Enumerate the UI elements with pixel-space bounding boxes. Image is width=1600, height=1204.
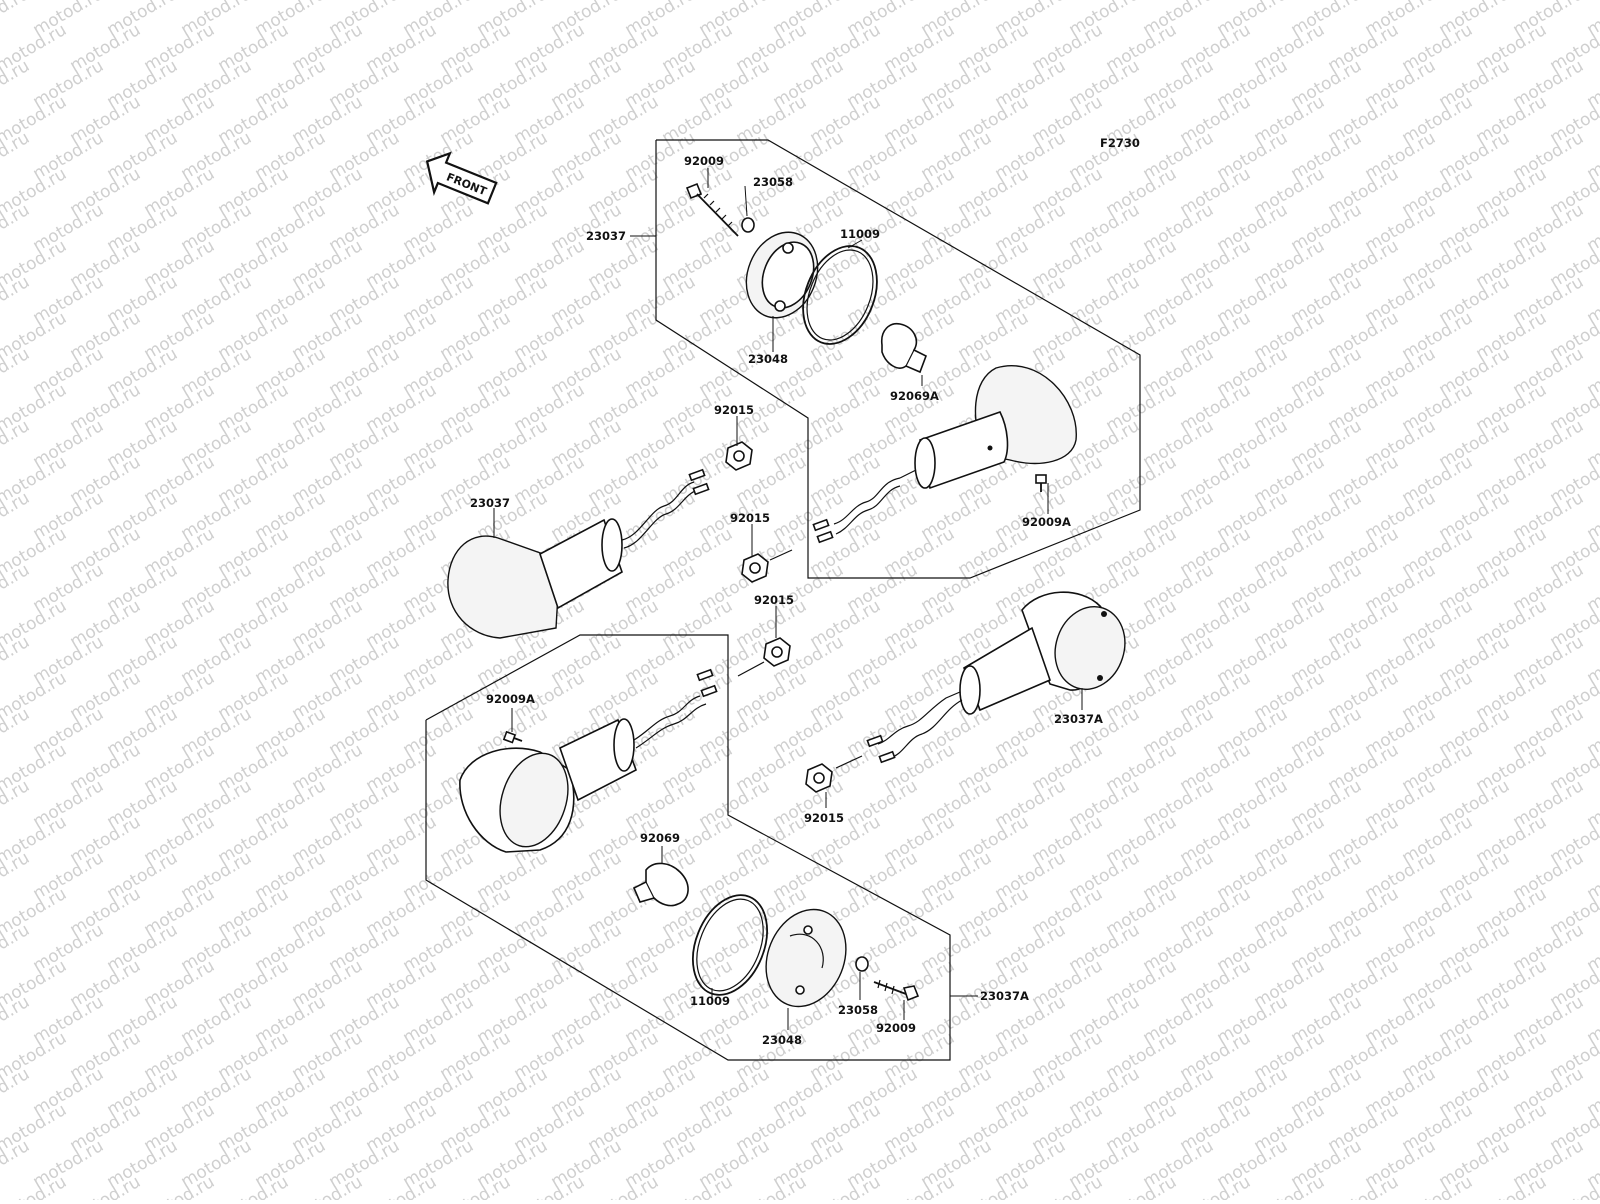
label-lower-lens: 23048 — [762, 1033, 802, 1047]
label-mid-nut: 92015 — [730, 511, 770, 525]
label-left-lamp: 23037 — [470, 496, 510, 510]
label-lower-screw: 92009 — [876, 1021, 916, 1035]
label-upper-small-screw: 92009A — [1022, 515, 1071, 529]
upper-lens-part — [734, 221, 830, 328]
label-upper-group: 23037 — [586, 229, 626, 243]
label-upper-gasket: 11009 — [840, 227, 880, 241]
label-lower-group: 23037A — [980, 989, 1029, 1003]
label-lower-bulb: 92069 — [640, 831, 680, 845]
label-lower-nut: 92015 — [804, 811, 844, 825]
label-lower-washer: 23058 — [838, 1003, 878, 1017]
label-upper-washer: 23058 — [753, 175, 793, 189]
label-upper-screw: 92009 — [684, 154, 724, 168]
upper-washer-part — [742, 218, 754, 232]
label-upper-bulb: 92069A — [890, 389, 939, 403]
label-upper-nut: 92015 — [714, 403, 754, 417]
label-right-nut: 92015 — [754, 593, 794, 607]
label-lower-gasket: 11009 — [690, 994, 730, 1008]
label-lower-small-screw: 92009A — [486, 692, 535, 706]
label-upper-lens: 23048 — [748, 352, 788, 366]
lower-washer-part — [856, 957, 868, 971]
diagram-code: F2730 — [1100, 136, 1140, 150]
label-right-lamp: 23037A — [1054, 712, 1103, 726]
watermark-text: motod.ru — [0, 0, 33, 40]
